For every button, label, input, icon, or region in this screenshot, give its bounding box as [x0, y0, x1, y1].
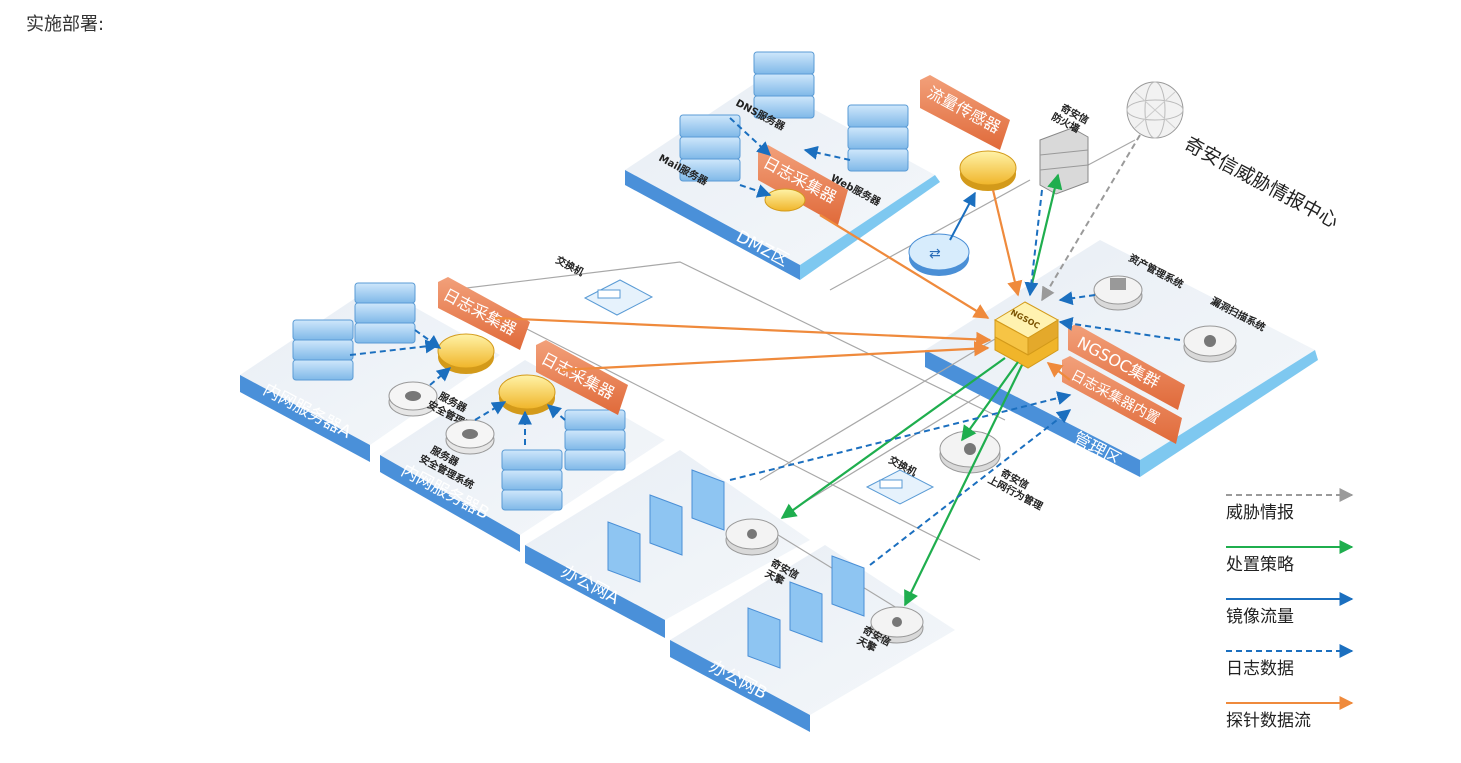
tianqing-disc-b	[870, 606, 924, 644]
backbone-links	[449, 139, 1136, 611]
monitor-group-b	[747, 555, 865, 669]
legend-label-1: 处置策略	[1226, 555, 1294, 575]
router-icon: ⇄	[908, 233, 970, 276]
threat-center-label: 奇安信威胁情报中心	[1181, 133, 1342, 233]
tianqing-disc-a	[725, 518, 779, 556]
log-data-flows	[349, 117, 1181, 566]
log-collector-a: 日志采集器	[437, 277, 530, 374]
probe-data-flows	[494, 189, 1071, 381]
vuln-scan-icon	[1183, 325, 1237, 363]
behavior-mgmt-label: 奇安信上网行为管理	[986, 462, 1051, 512]
asset-mgmt-icon	[1093, 275, 1143, 311]
server-stack-mail	[679, 114, 741, 182]
flow-sensor: 流量传感器	[920, 75, 1017, 191]
threat-intel-flows	[1041, 134, 1141, 302]
server-stack-a1	[354, 282, 416, 344]
mirror-flows	[949, 191, 976, 241]
server-stack-web	[847, 104, 909, 172]
switch-top-icon	[583, 279, 654, 316]
firewall-label: 奇安信防火墙	[1049, 99, 1091, 137]
monitor-group-a	[607, 469, 725, 583]
page-title: 实施部署:	[26, 14, 105, 35]
ngsoc-core-icon: NGSOC	[993, 301, 1060, 369]
legend-label-3: 日志数据	[1226, 659, 1294, 679]
server-stack-a2	[292, 319, 354, 381]
server-security-disc-b	[445, 419, 495, 455]
switch-bottom-icon	[865, 469, 935, 505]
server-stack-b1	[564, 409, 626, 471]
svg-text:⇄: ⇄	[929, 246, 941, 262]
server-stack-dns	[753, 51, 815, 119]
server-security-disc-a	[388, 381, 438, 417]
policy-flows	[780, 173, 1063, 607]
server-stack-b2	[501, 449, 563, 511]
legend-label-4: 探针数据流	[1226, 711, 1311, 731]
firewall-icon	[1039, 127, 1089, 195]
legend-label-0: 威胁情报	[1226, 503, 1294, 523]
behavior-mgmt-icon	[939, 430, 1001, 474]
legend-label-2: 镜像流量	[1226, 607, 1294, 627]
globe-icon	[1126, 81, 1184, 139]
